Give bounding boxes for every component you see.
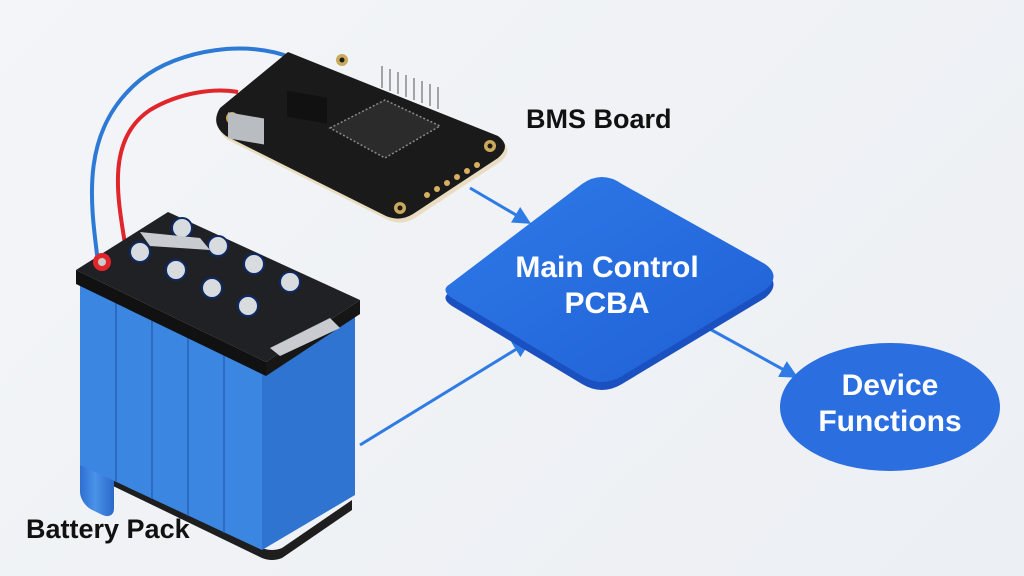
device-functions-text: Device Functions	[790, 368, 990, 440]
bms-board-label: BMS Board	[526, 104, 672, 134]
main-control-pcba-node	[445, 177, 774, 390]
dc-jack	[287, 90, 327, 124]
pin-header	[381, 66, 439, 109]
mcu-chip	[328, 99, 442, 159]
device-functions-line1: Device	[841, 369, 939, 402]
main-control-line1: Main Control	[515, 251, 699, 284]
red-wire	[115, 88, 239, 251]
bms-board	[216, 52, 508, 223]
battery-pack-label: Battery Pack	[26, 514, 190, 544]
arrow-bms-to-pcba	[469, 186, 532, 224]
device-functions-line2: Functions	[818, 405, 962, 438]
device-functions-node	[780, 343, 1000, 471]
usb-connector	[228, 112, 264, 145]
blue-wire	[90, 46, 293, 263]
arrow-pcba-to-device	[707, 326, 799, 378]
battery-pack	[76, 212, 360, 560]
arrow-battery-to-pcba	[359, 340, 532, 447]
main-control-pcba-text: Main Control PCBA	[500, 250, 714, 322]
main-control-line2: PCBA	[564, 287, 650, 320]
